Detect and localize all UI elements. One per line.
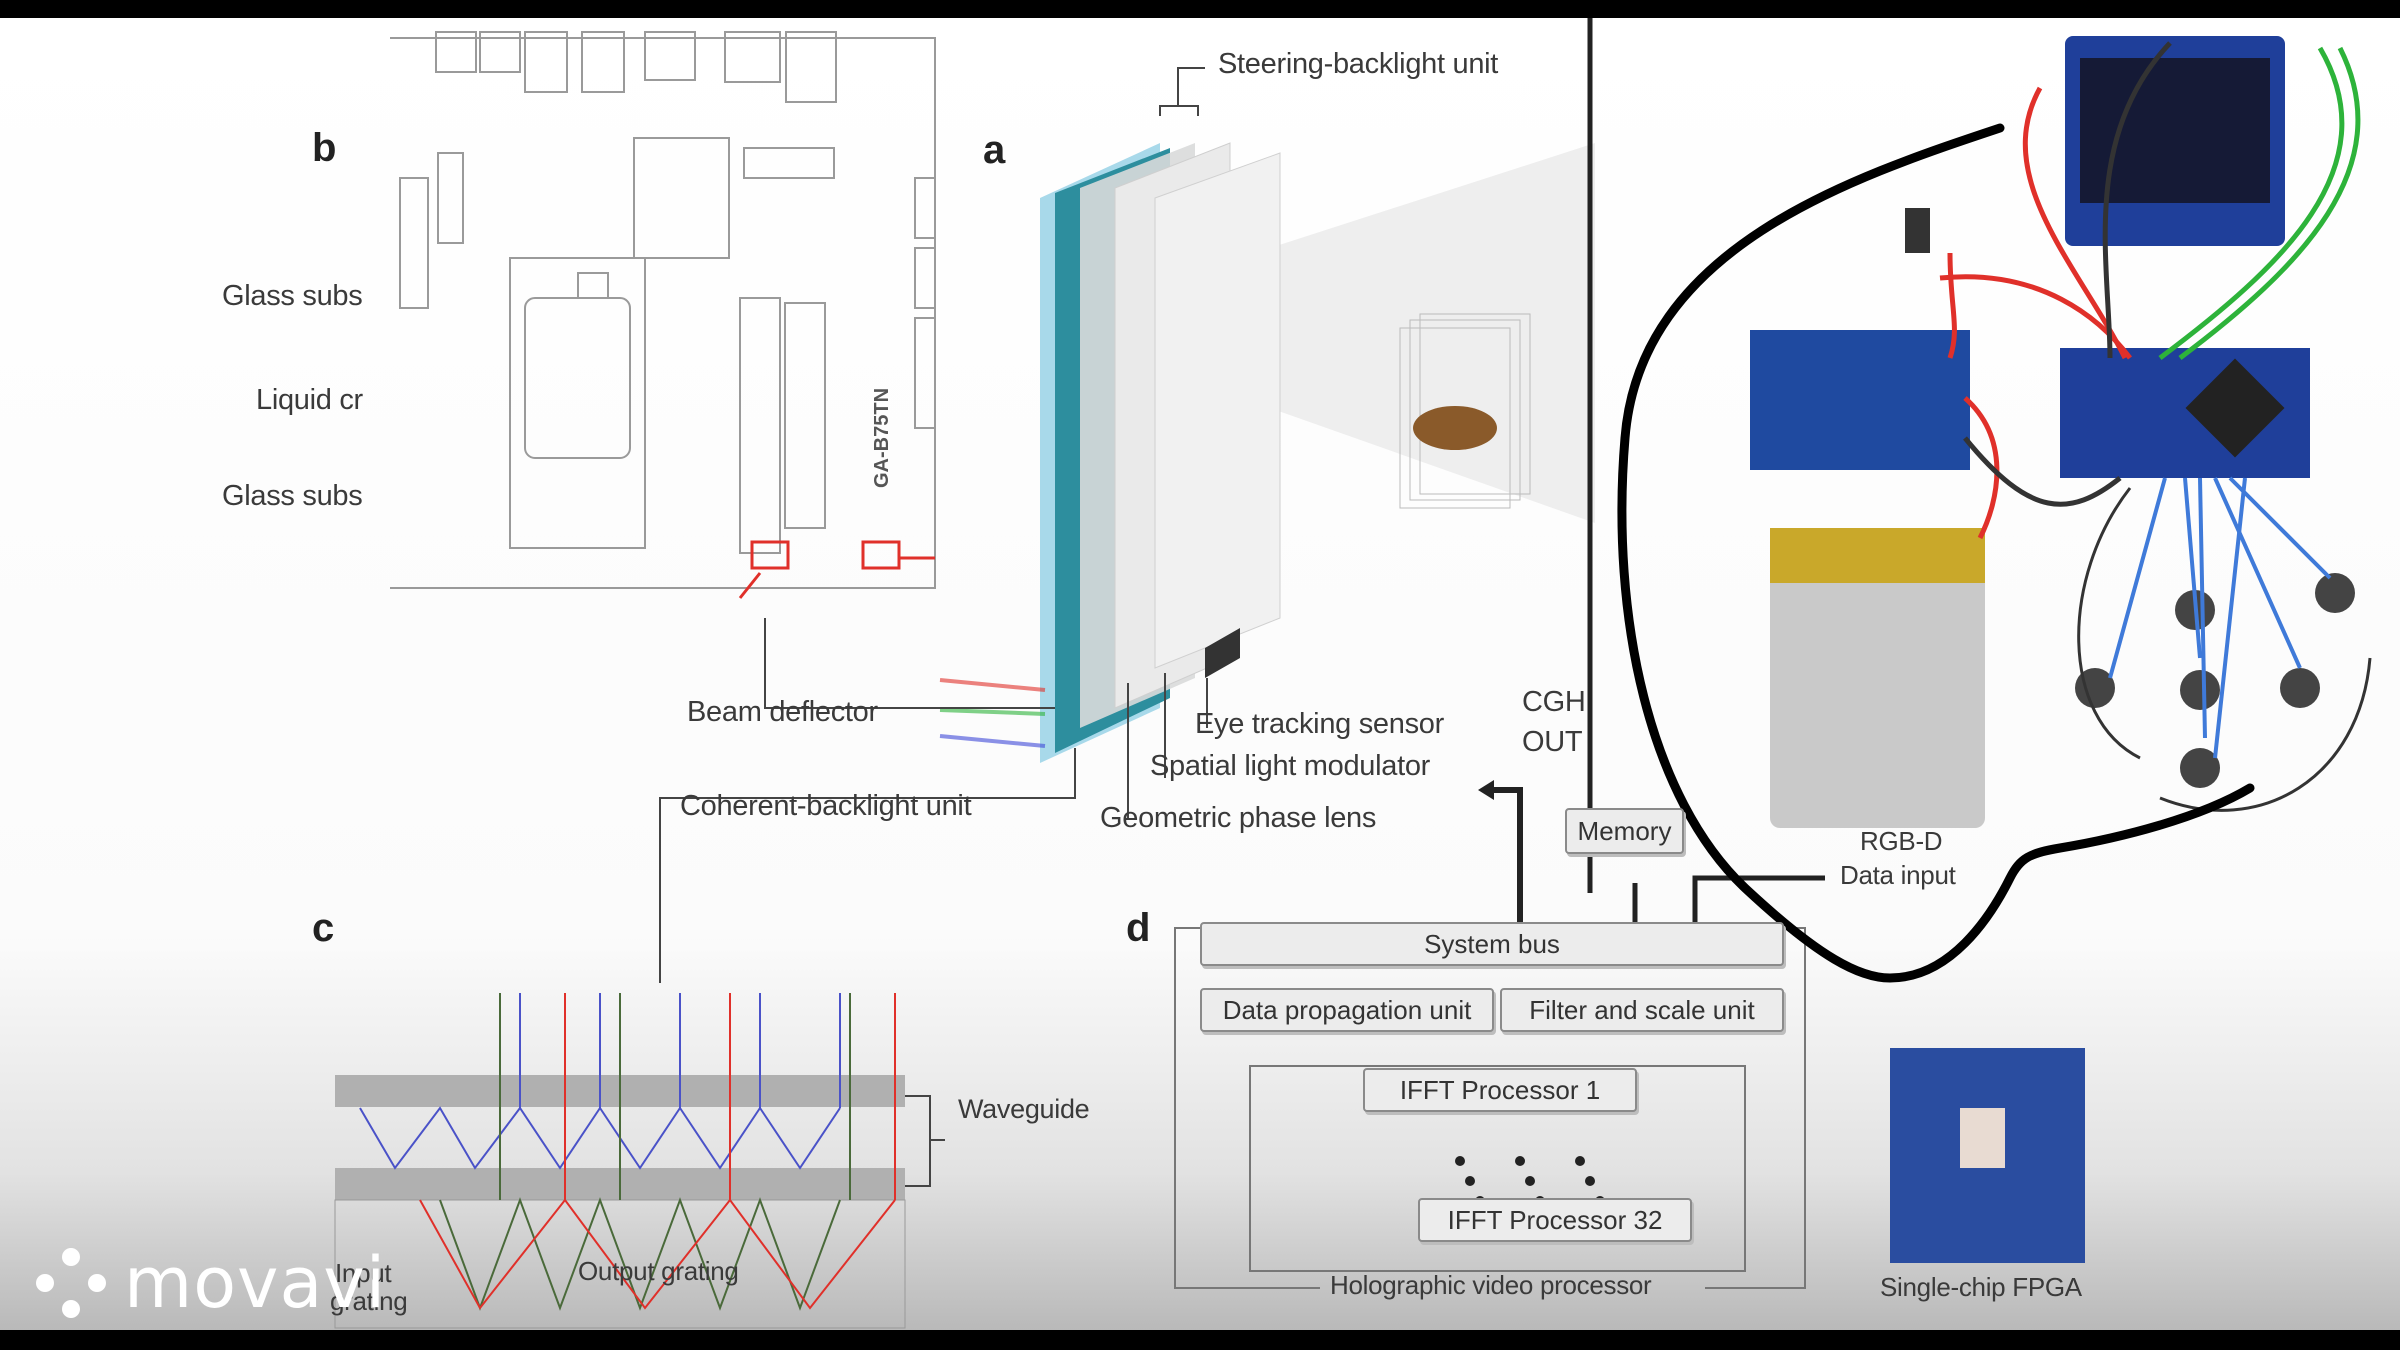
ifft-processor-1-box: IFFT Processor 1 xyxy=(1363,1068,1637,1112)
ifft-processor-32-box: IFFT Processor 32 xyxy=(1418,1198,1692,1242)
motherboard-diagram xyxy=(390,31,936,589)
label-input-grating-line1: Input xyxy=(335,1258,392,1288)
label-glass-substrate-bottom: Glass subs xyxy=(222,480,363,512)
movavi-wordmark: movavi xyxy=(124,1242,387,1324)
label-spatial-light-modulator: Spatial light modulator xyxy=(1150,750,1431,782)
letterbox-top xyxy=(0,0,2400,18)
label-output-grating: Output grating xyxy=(578,1256,739,1286)
label-input-grating-line2: grating xyxy=(330,1286,408,1316)
hand-drawn-loop xyxy=(1617,123,2255,983)
laser-beams xyxy=(939,678,1046,748)
letterbox-bottom xyxy=(0,1330,2400,1350)
leader-lines xyxy=(659,67,1208,983)
movavi-watermark: movavi xyxy=(36,1242,386,1324)
board-model-text: GA-B75TN xyxy=(871,388,893,488)
memory-box: Memory xyxy=(1565,808,1684,854)
board-highlights xyxy=(738,540,935,599)
movavi-logo-icon xyxy=(36,1248,106,1318)
label-glass-substrate-top: Glass subs xyxy=(222,280,363,312)
hologram-cage xyxy=(1399,313,1531,509)
label-single-chip-fpga: Single-chip FPGA xyxy=(1880,1272,2082,1302)
bus-arrows xyxy=(1587,18,1825,928)
label-rgbd: RGB-D xyxy=(1860,826,1943,856)
label-beam-deflector: Beam deflector xyxy=(687,696,878,728)
label-holographic-video-processor: Holographic video processor xyxy=(1330,1270,1652,1300)
label-coherent-backlight: Coherent-backlight unit xyxy=(680,790,972,822)
system-bus-box: System bus xyxy=(1200,922,1784,966)
waveguide-diagram xyxy=(334,993,945,1329)
panel-label-b: b xyxy=(312,126,337,170)
filter-scale-unit-box: Filter and scale unit xyxy=(1500,988,1784,1032)
label-steering-backlight: Steering-backlight unit xyxy=(1218,48,1499,80)
label-liquid-crystal: Liquid cr xyxy=(256,384,363,416)
label-data-input: Data input xyxy=(1840,860,1956,890)
panel-label-c: c xyxy=(312,906,335,950)
display-stack xyxy=(1040,142,1595,763)
label-waveguide: Waveguide xyxy=(958,1094,1090,1124)
label-geometric-phase-lens: Geometric phase lens xyxy=(1100,802,1377,834)
panel-label-a: a xyxy=(983,128,1006,172)
circuit-wires xyxy=(1939,41,2372,812)
circuit-photo xyxy=(1750,36,2355,828)
data-propagation-unit-box: Data propagation unit xyxy=(1200,988,1494,1032)
figure-canvas: GA-B75TN xyxy=(0,18,2400,1330)
label-eye-tracking-sensor: Eye tracking sensor xyxy=(1195,708,1444,740)
label-cgh: CGH xyxy=(1522,686,1586,718)
figure-artwork: GA-B75TN xyxy=(334,18,2372,1329)
turtle-hologram xyxy=(1413,406,1497,450)
label-out: OUT xyxy=(1522,726,1583,758)
cgh-arrow xyxy=(1490,787,1523,928)
panel-label-d: d xyxy=(1126,906,1151,950)
